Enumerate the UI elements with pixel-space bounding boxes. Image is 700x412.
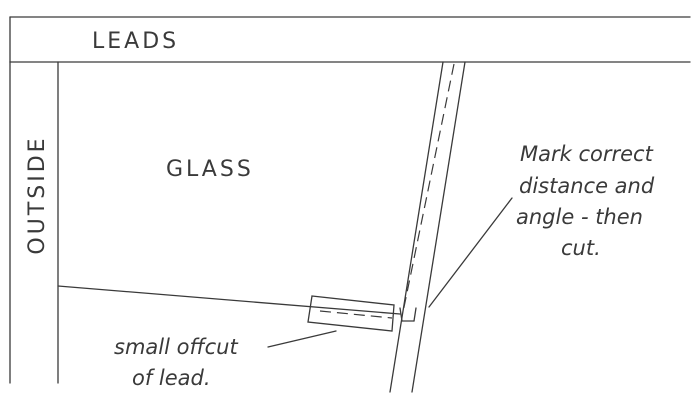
left-lead-strip (9, 61, 59, 384)
leads-label: LEADS (92, 29, 179, 54)
mark-note-line3: angle - then (516, 205, 643, 229)
top-lead-strip (9, 16, 691, 63)
offcut-note-line2: of lead. (132, 366, 211, 390)
lead-offcut (307, 295, 395, 332)
offcut-pointer (267, 330, 337, 348)
offcut-note-line1: small offcut (114, 335, 238, 359)
outside-label: OUTSIDE (25, 135, 50, 254)
mark-note-line2: distance and (519, 174, 655, 198)
mark-note-line1: Mark correct (520, 142, 654, 166)
mark-pointer (428, 197, 513, 308)
mark-note-line4: cut. (561, 236, 601, 260)
glass-label: GLASS (166, 157, 254, 182)
angled-lead-strip (389, 61, 466, 393)
cut-mark (399, 307, 417, 322)
glass-bottom-edge (57, 285, 401, 315)
